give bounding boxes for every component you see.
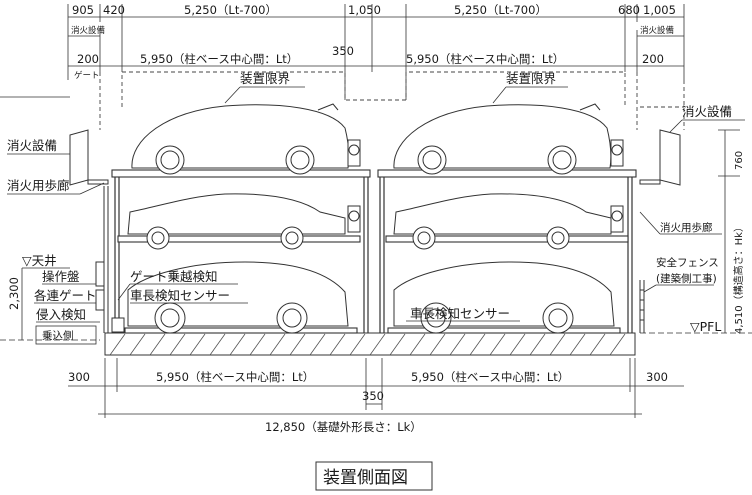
dim-top-905: 905	[72, 3, 94, 17]
dim-5950-top-left: 5,950（柱ベース中心間：Lt）	[140, 52, 298, 66]
car-lower-left	[127, 261, 349, 334]
label-fire-walkway-right: 消火用歩廊	[660, 221, 713, 234]
car-lower-right	[393, 261, 615, 334]
dim-5950-top-right: 5,950（柱ベース中心間：Lt）	[406, 52, 564, 66]
diagram-title: 装置側面図	[323, 468, 408, 488]
device-limit-label-left: 装置限界	[240, 71, 291, 86]
pallets-left	[111, 169, 371, 334]
dim-200-left: 200	[77, 52, 99, 66]
dim-bottom-5950-left: 5,950（柱ベース中心間：Lt）	[156, 370, 314, 384]
label-interlock-gate: 各連ゲート	[34, 288, 97, 303]
label-length-sensor-right: 車長検知センサー	[410, 306, 510, 321]
device-limit-outline	[99, 71, 685, 130]
pallets-right	[377, 169, 637, 334]
dim-left-height: 2,300	[7, 277, 21, 310]
label-fence-note: (建築側工事)	[656, 272, 717, 285]
dim-top-420: 420	[103, 3, 125, 17]
label-fire-equipment-left: 消火設備	[7, 138, 57, 153]
drive-units	[347, 139, 624, 233]
bottom-dimension-lines	[68, 358, 684, 418]
structure-columns	[114, 170, 633, 333]
dim-top-680: 680	[618, 3, 640, 17]
car-middle-left	[127, 193, 346, 250]
dim-total-length: 12,850（基礎外形長さ：Lk）	[265, 420, 422, 434]
top-dimension-lines	[67, 4, 685, 100]
dim-top-1005: 1,005	[643, 3, 676, 17]
dim-top-1050: 1,050	[348, 3, 381, 17]
dim-top-5250-left: 5,250（Lt-700）	[184, 3, 277, 17]
fire-equipment-small-right: 消火設備	[640, 25, 675, 36]
safety-fence	[639, 280, 645, 333]
dim-right-760: 760	[734, 151, 745, 170]
side-dimension-lines	[0, 129, 740, 341]
gate-small-label: ゲート	[74, 70, 100, 81]
label-control-panel: 操作盤	[42, 269, 80, 284]
label-gate-detect: ゲート乗越検知	[130, 269, 218, 284]
label-ceiling: ▽天井	[22, 253, 57, 268]
dim-bottom-5950-right: 5,950（柱ベース中心間：Lt）	[411, 370, 569, 384]
title-box	[315, 461, 433, 491]
fire-equipment-boxes	[69, 129, 681, 186]
label-intrusion-detect: 侵入検知	[36, 307, 86, 322]
car-upper-left	[131, 103, 350, 175]
fire-equipment-small-left: 消火設備	[71, 25, 106, 36]
label-entry-side: 乗込側	[42, 329, 74, 342]
label-pfl: ▽PFL	[690, 319, 721, 334]
left-side-devices	[95, 186, 125, 333]
dim-top-5250-right: 5,250（Lt-700）	[454, 3, 547, 17]
car-middle-right	[393, 193, 612, 250]
dim-200-right: 200	[642, 52, 664, 66]
dim-350-top: 350	[332, 44, 354, 58]
dim-bottom-300-right: 300	[646, 370, 668, 384]
device-limit-label-right: 装置限界	[506, 71, 557, 86]
label-safety-fence: 安全フェンス	[656, 256, 719, 269]
label-fire-equipment-right: 消火設備	[682, 104, 732, 119]
dim-right-height: 4,510（構造高さ：Hk）	[732, 222, 745, 334]
car-upper-right	[393, 103, 612, 175]
label-fire-walkway-left: 消火用歩廊	[7, 178, 70, 193]
label-length-sensor-left: 車長検知センサー	[130, 288, 230, 303]
dim-bottom-300-left: 300	[68, 370, 90, 384]
foundation	[104, 332, 636, 356]
dim-bottom-350: 350	[362, 389, 384, 403]
